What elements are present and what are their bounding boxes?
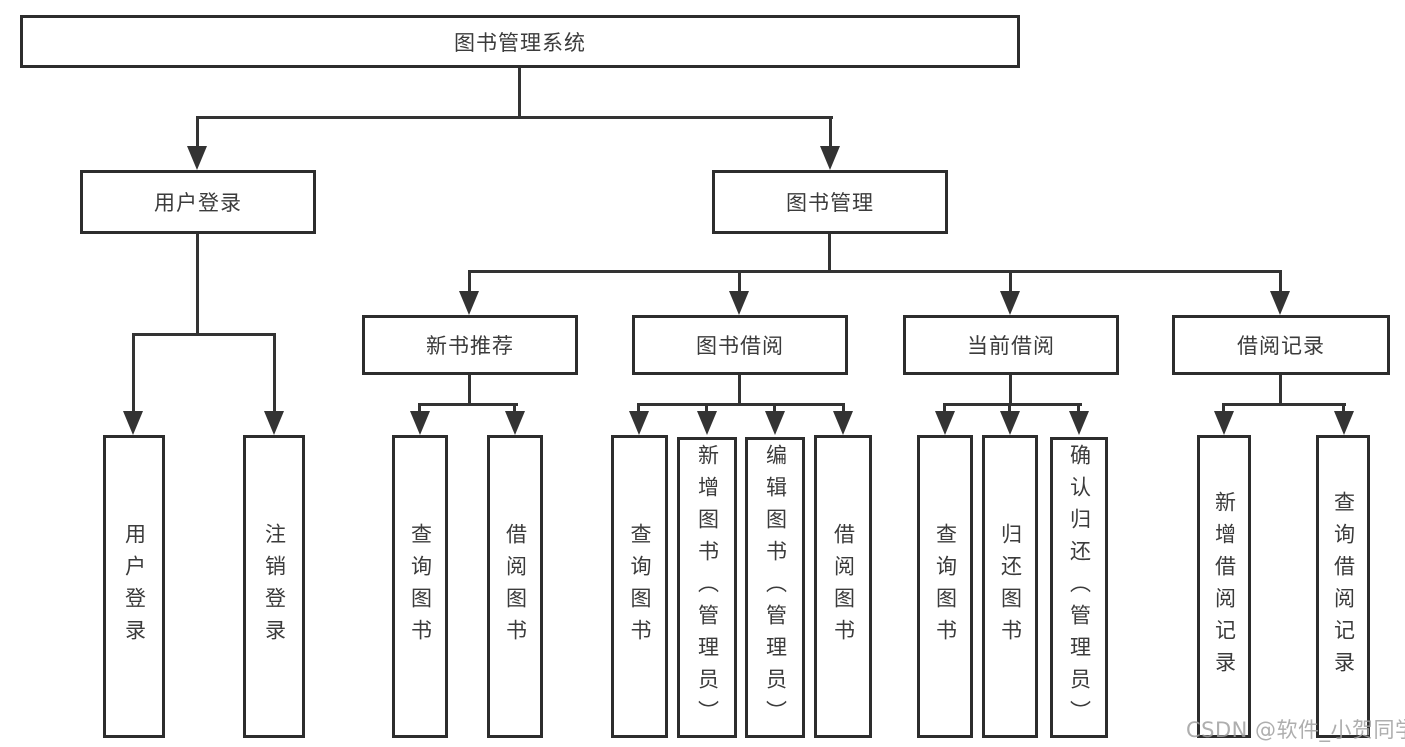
leaf-borrow-books-recommend: 借阅图书 — [487, 435, 543, 738]
leaf-add-book-admin-label: 新增图书（管理员） — [695, 443, 720, 732]
connector-bookborrow-drop-4 — [842, 403, 845, 414]
connector-root-stub — [518, 68, 521, 119]
leaf-user-login: 用户登录 — [103, 435, 165, 738]
node-new-book-recommend: 新书推荐 — [362, 315, 578, 375]
connector-userlogin-rail — [132, 333, 276, 336]
connector-currentborrow-drop-1 — [943, 403, 946, 414]
node-book-management: 图书管理 — [712, 170, 948, 234]
connector-userlogin-drop-1 — [132, 333, 135, 413]
connector-bookborrow-stub — [738, 375, 741, 406]
connector-newbook-rail — [418, 403, 518, 406]
connector-newbook-drop-1 — [418, 403, 421, 414]
arrow-down-icon — [1069, 411, 1089, 435]
node-borrow-records: 借阅记录 — [1172, 315, 1390, 375]
connector-borrowrecords-drop-2 — [1342, 403, 1345, 414]
arrow-down-icon — [729, 291, 749, 315]
leaf-logout-login-label: 注销登录 — [262, 522, 287, 651]
connector-root-drop-left — [196, 116, 199, 148]
node-book-borrow: 图书借阅 — [632, 315, 848, 375]
leaf-query-books-borrow: 查询图书 — [611, 435, 668, 738]
arrow-down-icon — [765, 411, 785, 435]
leaf-query-borrow-record-label: 查询借阅记录 — [1331, 490, 1356, 683]
arrow-down-icon — [820, 146, 840, 170]
leaf-add-borrow-record: 新增借阅记录 — [1197, 435, 1251, 738]
connector-userlogin-drop-2 — [273, 333, 276, 413]
node-user-login-label: 用户登录 — [154, 191, 242, 215]
arrow-down-icon — [459, 291, 479, 315]
arrow-down-icon — [833, 411, 853, 435]
connector-bookmgmt-drop-3 — [1009, 270, 1012, 293]
connector-bookmgmt-rail — [468, 270, 1282, 273]
connector-borrowrecords-rail — [1222, 403, 1346, 406]
arrow-down-icon — [629, 411, 649, 435]
node-current-borrow-label: 当前借阅 — [967, 334, 1055, 358]
leaf-query-books-borrow-label: 查询图书 — [628, 522, 652, 651]
leaf-query-borrow-record: 查询借阅记录 — [1316, 435, 1370, 738]
leaf-edit-book-admin: 编辑图书（管理员） — [745, 437, 805, 738]
connector-bookmgmt-drop-1 — [468, 270, 471, 293]
node-book-borrow-label: 图书借阅 — [696, 334, 784, 358]
leaf-borrow-books-recommend-label: 借阅图书 — [503, 522, 528, 651]
arrow-down-icon — [697, 411, 717, 435]
connector-bookborrow-drop-2 — [705, 403, 708, 414]
connector-currentborrow-drop-3 — [1077, 403, 1080, 414]
connector-currentborrow-rail — [943, 403, 1082, 406]
connector-newbook-stub — [468, 375, 471, 406]
connector-bookmgmt-drop-2 — [738, 270, 741, 293]
node-new-book-recommend-label: 新书推荐 — [426, 334, 514, 358]
leaf-confirm-return-admin-label: 确认归还（管理员） — [1067, 443, 1092, 732]
connector-bookborrow-rail — [637, 403, 845, 406]
connector-currentborrow-drop-2 — [1008, 403, 1011, 414]
leaf-user-login-label: 用户登录 — [122, 522, 147, 651]
connector-borrowrecords-stub — [1279, 375, 1282, 406]
leaf-borrow-books-borrow-label: 借阅图书 — [831, 522, 856, 651]
leaf-logout-login: 注销登录 — [243, 435, 305, 738]
node-book-management-label: 图书管理 — [786, 191, 874, 215]
connector-bookborrow-drop-3 — [773, 403, 776, 414]
arrow-down-icon — [1000, 411, 1020, 435]
arrow-down-icon — [123, 411, 143, 435]
arrow-down-icon — [935, 411, 955, 435]
node-root-label: 图书管理系统 — [454, 30, 586, 55]
connector-bookborrow-drop-1 — [637, 403, 640, 414]
node-borrow-records-label: 借阅记录 — [1237, 334, 1325, 358]
connector-root-rail — [196, 116, 833, 119]
leaf-return-books-label: 归还图书 — [998, 522, 1023, 651]
arrow-down-icon — [1000, 291, 1020, 315]
leaf-borrow-books-borrow: 借阅图书 — [814, 435, 872, 738]
node-user-login: 用户登录 — [80, 170, 316, 234]
node-current-borrow: 当前借阅 — [903, 315, 1119, 375]
leaf-return-books: 归还图书 — [982, 435, 1038, 738]
leaf-query-books-recommend: 查询图书 — [392, 435, 448, 738]
arrow-down-icon — [264, 411, 284, 435]
connector-root-drop-right — [829, 116, 832, 148]
connector-userlogin-stub — [196, 234, 199, 335]
arrow-down-icon — [1214, 411, 1234, 435]
node-root: 图书管理系统 — [20, 15, 1020, 68]
connector-newbook-drop-2 — [513, 403, 516, 414]
arrow-down-icon — [1270, 291, 1290, 315]
connector-bookmgmt-stub — [828, 234, 831, 272]
csdn-watermark: CSDN @软件_小贺同学 — [1186, 718, 1405, 742]
arrow-down-icon — [410, 411, 430, 435]
leaf-add-book-admin: 新增图书（管理员） — [677, 437, 737, 738]
leaf-query-books-current: 查询图书 — [917, 435, 973, 738]
leaf-edit-book-admin-label: 编辑图书（管理员） — [763, 443, 788, 732]
leaf-add-borrow-record-label: 新增借阅记录 — [1212, 490, 1237, 683]
leaf-query-books-current-label: 查询图书 — [933, 522, 958, 651]
arrow-down-icon — [187, 146, 207, 170]
connector-bookmgmt-drop-4 — [1279, 270, 1282, 293]
leaf-confirm-return-admin: 确认归还（管理员） — [1050, 437, 1108, 738]
arrow-down-icon — [505, 411, 525, 435]
connector-borrowrecords-drop-1 — [1222, 403, 1225, 414]
leaf-query-books-recommend-label: 查询图书 — [408, 522, 433, 651]
connector-currentborrow-stub — [1009, 375, 1012, 406]
arrow-down-icon — [1334, 411, 1354, 435]
